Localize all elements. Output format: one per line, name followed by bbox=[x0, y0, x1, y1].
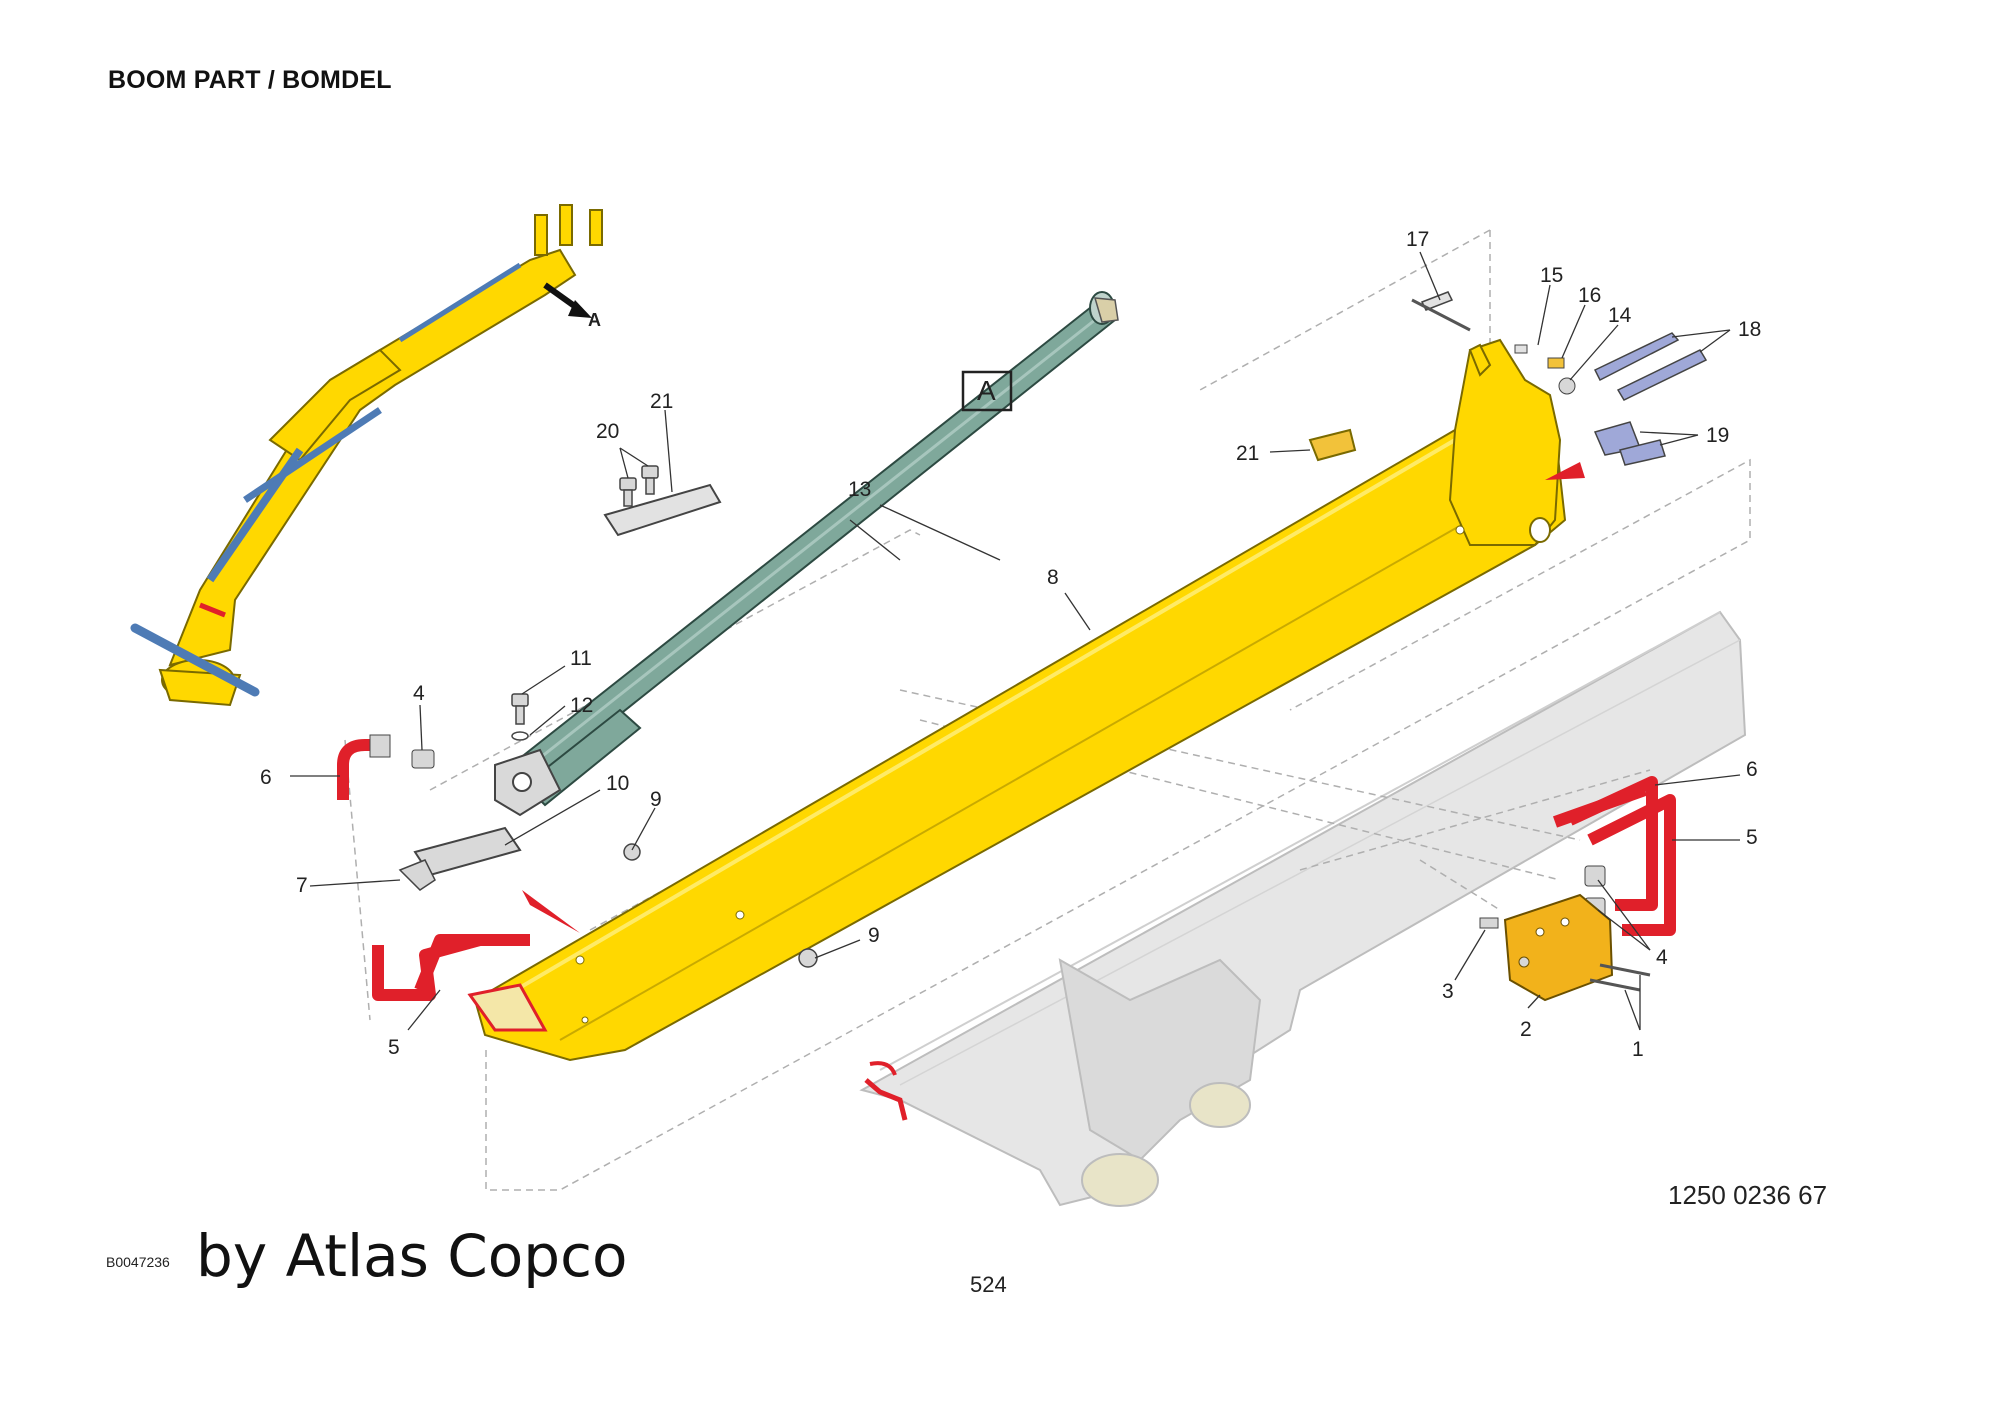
reference-code: B0047236 bbox=[106, 1254, 170, 1270]
document-number: 1250 0236 67 bbox=[1668, 1180, 1828, 1210]
callout-2: 2 bbox=[1520, 1018, 1532, 1041]
page-title: BOOM PART / BOMDEL bbox=[108, 66, 392, 94]
callout-20: 20 bbox=[596, 420, 619, 443]
publisher-credit: by Atlas Copco bbox=[196, 1222, 628, 1290]
callout-9-lower: 9 bbox=[868, 924, 880, 947]
callout-16: 16 bbox=[1578, 284, 1601, 307]
detail-arrow-label: A bbox=[588, 310, 601, 330]
callout-17: 17 bbox=[1406, 228, 1429, 251]
callout-12: 12 bbox=[570, 694, 593, 717]
callout-5-right: 5 bbox=[1746, 826, 1758, 849]
part-3-screw bbox=[1479, 917, 1499, 929]
part-2-valve-block bbox=[1503, 893, 1614, 1002]
pointer-10 bbox=[522, 890, 580, 933]
boom-overview bbox=[130, 204, 603, 707]
callout-19: 19 bbox=[1706, 424, 1729, 447]
view-tag-box bbox=[961, 370, 1013, 412]
callout-9-upper: 9 bbox=[650, 788, 662, 811]
part-7-elbow bbox=[398, 859, 436, 891]
part-13-cylinder bbox=[494, 291, 1119, 817]
part-4-adapter-right-a bbox=[1584, 865, 1606, 887]
hoses-left bbox=[337, 739, 530, 1001]
callout-labels: 17 15 16 14 18 19 21 21 20 13 8 11 12 4 … bbox=[260, 228, 1761, 1061]
callout-13: 13 bbox=[848, 478, 871, 501]
callout-10: 10 bbox=[606, 772, 629, 795]
hoses-right bbox=[1552, 776, 1676, 936]
callout-7: 7 bbox=[296, 874, 308, 897]
callout-21-left: 21 bbox=[650, 390, 673, 413]
page-number: 524 bbox=[970, 1272, 1007, 1297]
part-10-bracket bbox=[413, 826, 522, 877]
callout-14: 14 bbox=[1608, 304, 1632, 327]
callout-6-left: 6 bbox=[260, 766, 272, 789]
callout-11: 11 bbox=[570, 647, 592, 670]
callout-5-left: 5 bbox=[388, 1036, 400, 1059]
part-14-washer bbox=[1558, 377, 1576, 395]
callout-8: 8 bbox=[1047, 566, 1059, 589]
callout-leaders bbox=[290, 251, 1741, 1031]
part-17-pin-shaft bbox=[1411, 298, 1471, 332]
hose-fitting-6 bbox=[369, 734, 391, 758]
ghost-boom-section bbox=[859, 610, 1747, 1207]
callout-15: 15 bbox=[1540, 264, 1563, 287]
callout-4-right: 4 bbox=[1656, 946, 1668, 969]
view-tag-label: A bbox=[977, 375, 996, 406]
part-9-plug-upper bbox=[623, 843, 641, 861]
callout-1: 1 bbox=[1632, 1038, 1644, 1061]
part-21-plate-left bbox=[603, 483, 722, 537]
callout-6-right: 6 bbox=[1746, 758, 1758, 781]
part-19-pads bbox=[1593, 421, 1666, 466]
part-16-nut bbox=[1547, 357, 1565, 369]
part-18-pads bbox=[1593, 332, 1708, 401]
part-21-plate-right bbox=[1308, 428, 1357, 462]
callout-18: 18 bbox=[1738, 318, 1761, 341]
part-1-bolts bbox=[1589, 963, 1651, 992]
part-11-screw bbox=[511, 693, 529, 725]
part-4-adapter-left bbox=[411, 749, 435, 769]
part-8-boom-beam bbox=[467, 338, 1567, 1062]
callout-4-left: 4 bbox=[413, 682, 425, 705]
part-12-washer bbox=[511, 731, 529, 741]
pointer-19 bbox=[1545, 462, 1585, 480]
part-20-screws bbox=[619, 465, 659, 507]
part-9-plug-lower bbox=[798, 948, 818, 968]
part-15-spring bbox=[1514, 344, 1528, 354]
callout-21-right: 21 bbox=[1236, 442, 1259, 465]
callout-3: 3 bbox=[1442, 980, 1454, 1003]
